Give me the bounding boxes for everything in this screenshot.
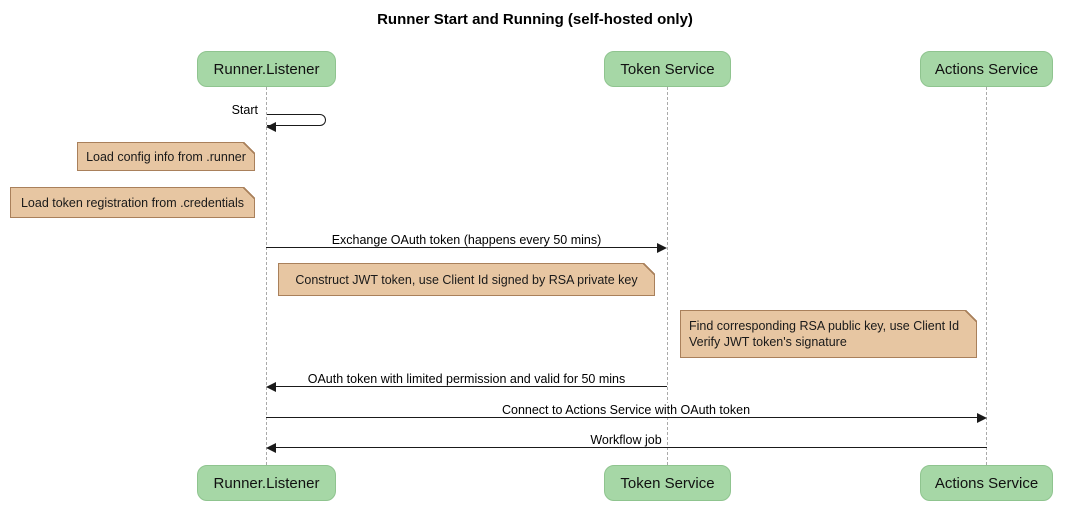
note-fold-icon bbox=[965, 310, 977, 322]
participant-top-runner-listener: Runner.Listener bbox=[197, 51, 336, 87]
message-line bbox=[266, 417, 977, 418]
arrowhead-left-icon bbox=[266, 382, 276, 392]
message-label-exchange-oauth: Exchange OAuth token (happens every 50 m… bbox=[329, 233, 604, 247]
note-construct-jwt: Construct JWT token, use Client Id signe… bbox=[278, 263, 655, 296]
note-fold-icon bbox=[243, 142, 255, 154]
message-line bbox=[275, 386, 667, 387]
message-label-workflow-job: Workflow job bbox=[588, 433, 664, 447]
participant-top-token-service: Token Service bbox=[604, 51, 731, 87]
note-verify-jwt: Find corresponding RSA public key, use C… bbox=[680, 310, 977, 358]
participant-bottom-runner-listener: Runner.Listener bbox=[197, 465, 336, 501]
participant-top-actions-service: Actions Service bbox=[920, 51, 1053, 87]
message-line bbox=[275, 447, 987, 448]
message-label-oauth-token: OAuth token with limited permission and … bbox=[305, 372, 628, 386]
lifeline-actions-service bbox=[986, 87, 987, 465]
diagram-title: Runner Start and Running (self-hosted on… bbox=[377, 11, 693, 28]
self-message-loop bbox=[267, 114, 326, 126]
note-fold-icon bbox=[243, 187, 255, 199]
message-label-start: Start bbox=[229, 103, 260, 117]
note-fold-icon bbox=[643, 263, 655, 275]
arrowhead-left-icon bbox=[266, 122, 276, 132]
arrowhead-left-icon bbox=[266, 443, 276, 453]
arrowhead-right-icon bbox=[977, 413, 987, 423]
participant-bottom-actions-service: Actions Service bbox=[920, 465, 1053, 501]
lifeline-runner-listener bbox=[266, 87, 267, 465]
note-load-config: Load config info from .runner bbox=[77, 142, 255, 171]
lifeline-token-service bbox=[667, 87, 668, 465]
arrowhead-right-icon bbox=[657, 243, 667, 253]
participant-bottom-token-service: Token Service bbox=[604, 465, 731, 501]
note-load-token-registration: Load token registration from .credential… bbox=[10, 187, 255, 218]
message-label-connect-actions: Connect to Actions Service with OAuth to… bbox=[499, 403, 753, 417]
message-line bbox=[266, 247, 658, 248]
